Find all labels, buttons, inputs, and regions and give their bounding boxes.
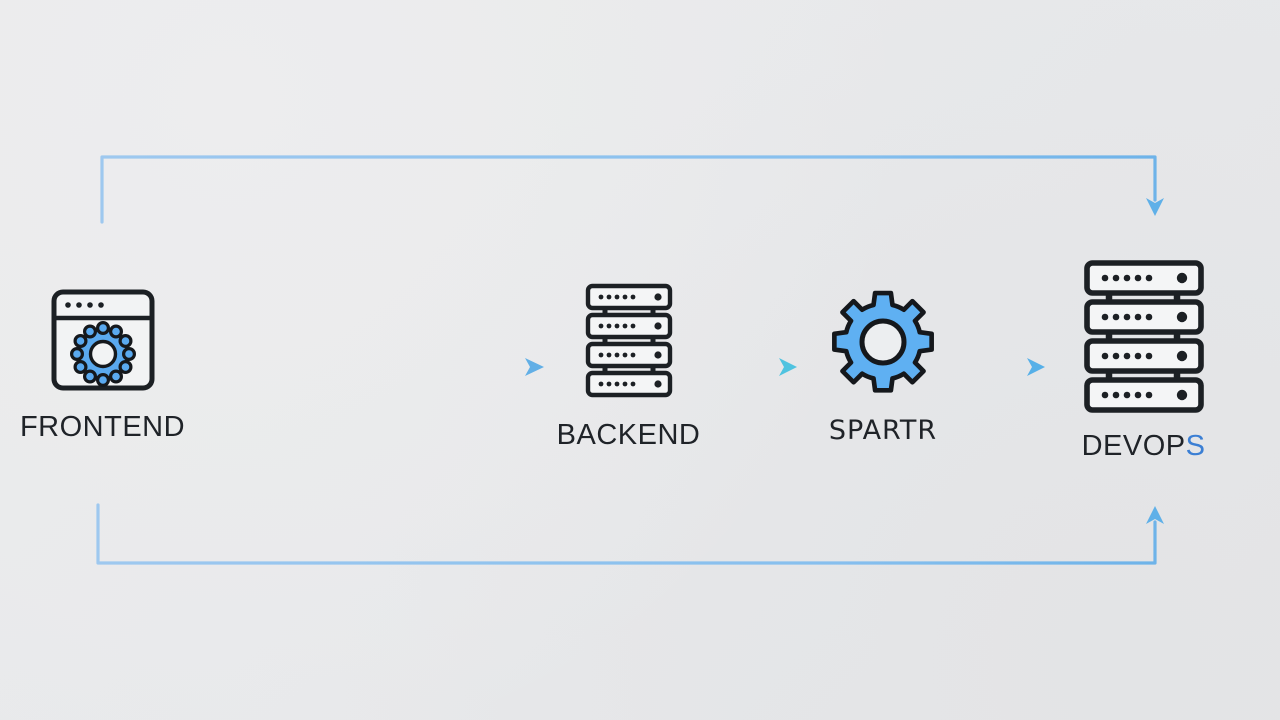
node-backend[interactable]: BACKEND (556, 282, 701, 450)
browser-window-gear-icon (48, 286, 158, 399)
node-label-spartr: SPARTR (828, 415, 938, 446)
connector-frontend-to-backend (195, 358, 544, 376)
gear-icon (827, 286, 939, 403)
server-rack-icon (1081, 258, 1207, 418)
node-frontend[interactable]: FRONTEND (20, 286, 185, 442)
node-spartr[interactable]: SPARTR (818, 286, 948, 444)
connector-loop-top (100, 155, 1164, 224)
server-stack-icon (583, 282, 675, 407)
node-label-frontend: FRONTEND (19, 411, 186, 443)
node-label-devops-accent: S (1185, 430, 1206, 462)
node-label-backend: BACKEND (556, 419, 701, 451)
node-label-devops: DEVOPS (1082, 432, 1206, 461)
node-devops[interactable]: DEVOPS (1076, 258, 1211, 461)
connector-spartr-to-devops (967, 358, 1045, 376)
connector-loop-bottom (96, 503, 1164, 565)
connector-backend-to-spartr (714, 358, 797, 376)
node-label-devops-text: DEVOP (1081, 430, 1186, 462)
